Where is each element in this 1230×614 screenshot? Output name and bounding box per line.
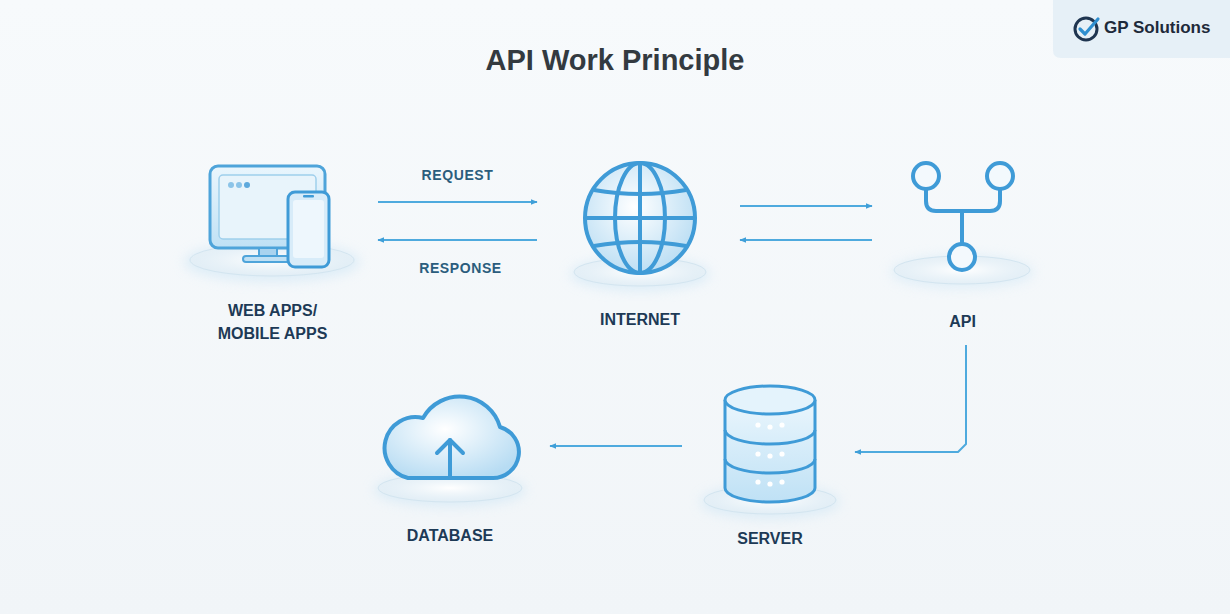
node-label: SERVER xyxy=(737,527,803,550)
flow-arrow xyxy=(740,205,872,207)
brand-name: GP Solutions xyxy=(1104,18,1210,38)
diagram-title: API Work Principle xyxy=(0,44,1230,77)
node-label: INTERNET xyxy=(600,308,680,331)
api-icon xyxy=(913,163,1013,270)
device-icon xyxy=(210,166,329,267)
api-node: API xyxy=(905,160,1020,333)
globe-icon xyxy=(585,163,695,273)
flow-arrow xyxy=(378,201,537,203)
client-node: WEB APPS/ MOBILE APPS xyxy=(200,160,345,345)
database-node: DATABASE xyxy=(385,385,515,547)
server-icon xyxy=(725,386,815,502)
node-label: DATABASE xyxy=(407,524,494,547)
internet-node: INTERNET xyxy=(580,160,700,331)
edge-label: REQUEST xyxy=(422,167,494,183)
node-label: API xyxy=(949,310,976,333)
flow-arrow xyxy=(378,239,537,241)
flow-arrow xyxy=(740,239,872,241)
node-label: WEB APPS/ MOBILE APPS xyxy=(210,299,335,345)
platforms xyxy=(184,242,1034,519)
flow-arrow xyxy=(855,345,966,452)
server-node: SERVER xyxy=(715,385,825,550)
flow-arrow xyxy=(550,445,682,447)
logo xyxy=(1053,0,1230,58)
edge-label: RESPONSE xyxy=(419,260,502,276)
cloud-icon xyxy=(385,397,519,478)
